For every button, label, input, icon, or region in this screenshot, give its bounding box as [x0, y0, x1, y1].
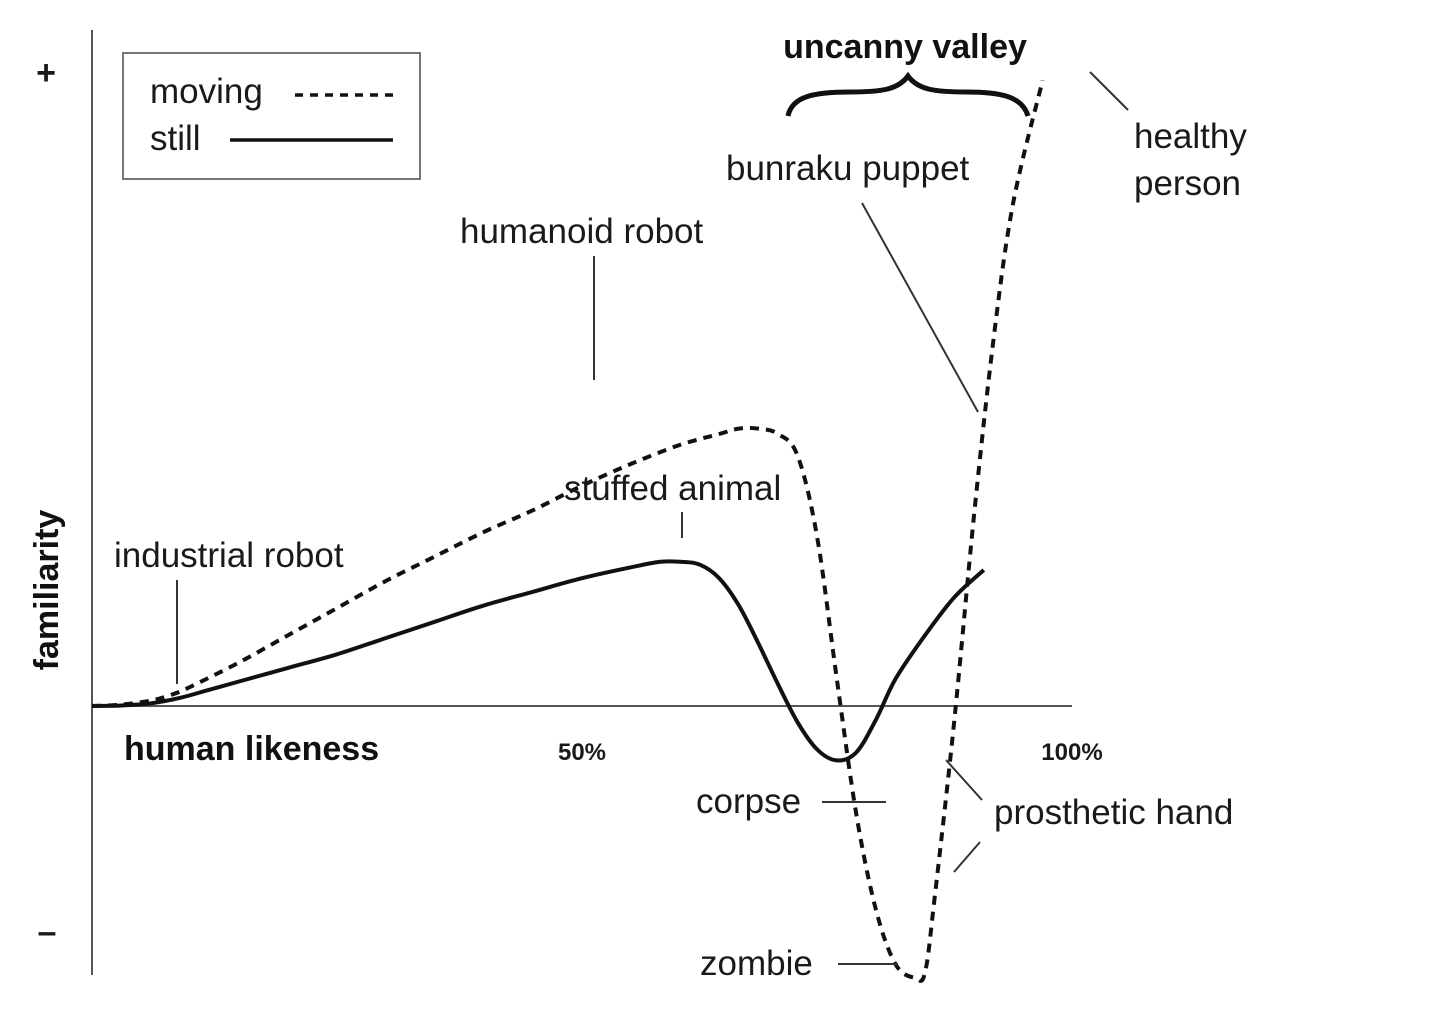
annotation-bunraku-puppet: bunraku puppet — [726, 149, 970, 188]
annotation-corpse: corpse — [696, 782, 801, 821]
leader-bunraku-puppet — [861, 202, 979, 413]
x-axis-label: human likeness — [124, 730, 379, 768]
annotation-stuffed-animal: stuffed animal — [564, 469, 781, 508]
legend-label-still: still — [150, 119, 201, 158]
annotation-humanoid-robot: humanoid robot — [460, 212, 703, 251]
annotation-prosthetic-hand: prosthetic hand — [994, 793, 1233, 832]
legend-box — [122, 52, 421, 180]
annotation-industrial-robot: industrial robot — [114, 536, 344, 575]
legend: moving still — [122, 52, 421, 180]
leader-prosthetic-hand-still — [945, 759, 983, 801]
uncanny-valley-label: uncanny valley — [783, 28, 1027, 66]
annotation-healthy-person-line2: person — [1134, 164, 1241, 203]
x-tick-label-100: 100% — [1041, 739, 1102, 766]
series-line-still — [91, 559, 986, 763]
annotation-zombie: zombie — [700, 944, 813, 983]
legend-label-moving: moving — [150, 72, 263, 111]
y-axis-top-marker: + — [36, 54, 56, 92]
series-line-moving — [91, 79, 1045, 983]
y-axis-bottom-marker: – — [38, 913, 57, 951]
uncanny-valley-brace — [785, 71, 1031, 117]
x-tick-label-50: 50% — [558, 739, 606, 766]
leader-prosthetic-hand-moving — [953, 841, 981, 873]
leader-healthy-person — [1089, 71, 1129, 111]
y-axis-label: familiarity — [28, 510, 66, 671]
annotation-healthy-person-line1: healthy — [1134, 117, 1247, 156]
